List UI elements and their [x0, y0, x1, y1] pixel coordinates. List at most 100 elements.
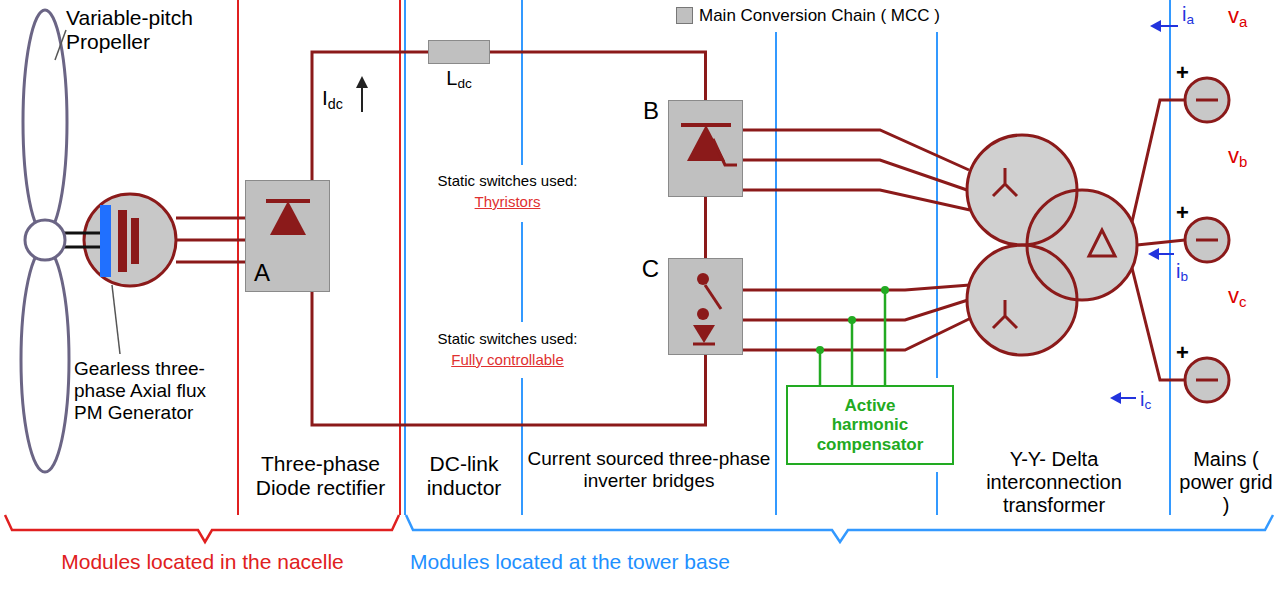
shaft	[62, 233, 100, 247]
transformer-outline	[1027, 190, 1137, 300]
section-divider	[405, 0, 1170, 515]
inverter-box: C	[668, 258, 743, 355]
group-label: Modules located in the nacelle	[5, 550, 400, 574]
label-holder: va	[1228, 3, 1272, 28]
leader-line	[55, 30, 120, 354]
switch-symbol	[266, 201, 310, 235]
section-divider	[404, 0, 406, 515]
compensator-wire	[819, 350, 822, 385]
section-label: Y-Y- Delta interconnection transformer	[941, 448, 1167, 517]
propeller-blade	[21, 248, 69, 472]
rotor-magnet	[100, 205, 111, 277]
transformer-outline	[967, 135, 1077, 245]
compensator-box: Active harmonic compensator	[786, 385, 954, 465]
section-divider	[237, 0, 239, 515]
inductor-box: Ldc	[428, 40, 490, 64]
ac-wire	[743, 285, 970, 290]
voltage-source	[1185, 78, 1229, 402]
rectifier-box: A	[245, 180, 330, 292]
ac-wire	[176, 261, 245, 264]
shaft	[62, 232, 100, 235]
label-holder: ia	[1182, 3, 1222, 26]
current-arrow	[1150, 20, 1161, 32]
winding-symbol	[1089, 230, 1115, 256]
label-holder: Idc	[322, 86, 360, 110]
winding-symbol	[993, 168, 1115, 328]
signal-name: Idc	[322, 86, 360, 110]
subscript: c	[1239, 293, 1246, 310]
generator-housing	[84, 194, 176, 286]
switch-contact	[697, 273, 709, 285]
symbol-canvas	[669, 101, 744, 198]
section-divider	[521, 222, 523, 322]
subscript: dc	[328, 96, 343, 112]
dc-wire	[312, 292, 706, 425]
stator	[118, 210, 127, 272]
signal-name: ib	[1176, 260, 1216, 283]
junction-dot	[816, 346, 824, 354]
transformer-winding	[967, 245, 1077, 355]
section-divider	[521, 378, 523, 515]
diode-symbol	[270, 201, 306, 235]
legend-swatch	[676, 7, 693, 24]
group-bracket	[406, 515, 1273, 542]
label-holder: Variable-pitch Propeller	[66, 6, 216, 54]
current-arrow	[361, 86, 363, 112]
signal-name: ic	[1140, 388, 1168, 411]
text-part: v	[1228, 3, 1239, 28]
group-bracket	[5, 515, 1273, 542]
note-link: Fully controllable	[420, 351, 595, 368]
note: Static switches used:	[420, 172, 595, 189]
label-holder: +	[1176, 200, 1196, 225]
label-holder: Static switches used:	[420, 172, 595, 189]
transformer-outline	[967, 135, 1137, 355]
ac-wire	[743, 160, 967, 190]
current-arrow	[1120, 397, 1136, 399]
ac-wire	[1137, 240, 1185, 245]
label-holder: Modules located in the nacelle	[5, 550, 400, 574]
text-part: I	[322, 86, 328, 109]
subscript: a	[1186, 12, 1194, 27]
junction-dot	[881, 286, 889, 294]
propeller-hub	[25, 220, 65, 260]
section-divider	[238, 0, 400, 515]
text-part: v	[1228, 283, 1239, 308]
voltage-source	[1185, 78, 1229, 122]
propeller-blade	[21, 10, 69, 472]
group-label: Modules located at the tower base	[410, 550, 1010, 574]
current-arrow	[356, 76, 368, 112]
label-holder: Thyristors	[420, 193, 595, 210]
section-divider	[936, 472, 938, 515]
legend-item: Main Conversion Chain ( MCC )	[676, 6, 940, 26]
label-holder: Y-Y- Delta interconnection transformer	[941, 448, 1167, 517]
ac-wire	[176, 239, 245, 242]
section-label: Mains ( power grid )	[1176, 448, 1276, 517]
box-title: Active harmonic compensator	[811, 396, 929, 455]
current-arrow	[356, 76, 368, 88]
dc-wire	[704, 197, 707, 258]
source-symbol	[1196, 239, 1218, 242]
ac-wire	[176, 100, 1185, 380]
polarity-sign: +	[1176, 340, 1196, 365]
legend-text: Main Conversion Chain ( MCC )	[699, 6, 940, 26]
label-holder: Gearless three-phase Axial flux PM Gener…	[74, 358, 210, 424]
text-part: i	[1182, 3, 1186, 25]
text-part: i	[1140, 388, 1144, 410]
signal-name: vb	[1228, 143, 1272, 168]
text-part: L	[446, 67, 457, 89]
leader-line	[112, 285, 120, 354]
part-label: Variable-pitch Propeller	[66, 6, 216, 54]
ac-wire	[743, 130, 969, 170]
ac-wire	[743, 300, 968, 320]
label-holder: vb	[1228, 143, 1272, 168]
label-holder: Three-phase Diode rectifier	[243, 452, 398, 500]
winding-symbol	[993, 168, 1017, 196]
note: Static switches used:	[420, 330, 595, 347]
diode-symbol	[693, 325, 715, 343]
text-part: i	[1176, 260, 1180, 282]
box-letter: A	[254, 259, 270, 287]
label-holder: Current sourced three-phase inverter bri…	[525, 448, 773, 492]
compensator-wire	[884, 290, 887, 385]
switch-contact	[697, 308, 709, 320]
source-symbol	[1196, 100, 1218, 380]
